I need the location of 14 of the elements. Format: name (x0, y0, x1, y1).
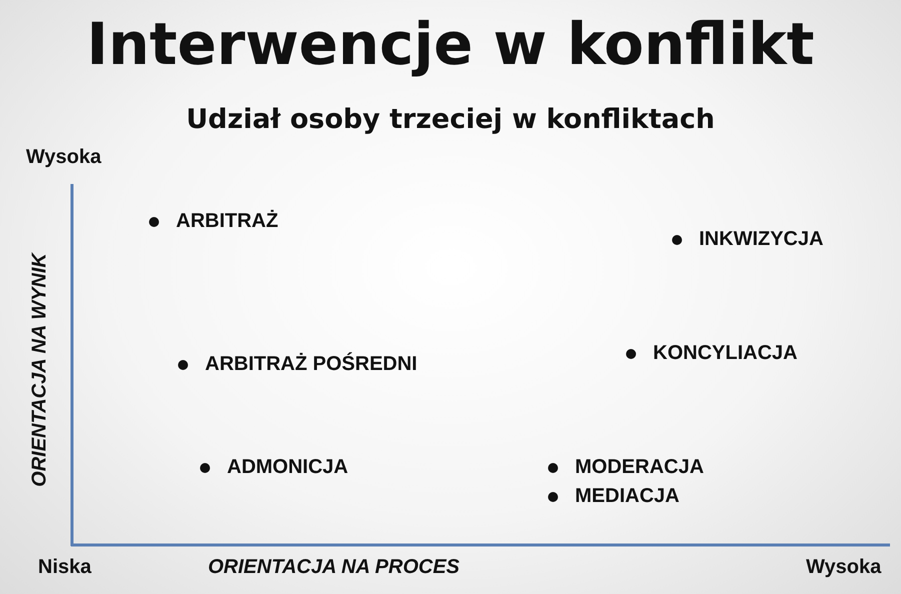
point-label: KONCYLIACJA (653, 342, 798, 365)
point-label: MEDIACJA (575, 485, 680, 508)
axis-end-label: Wysoka (26, 146, 102, 169)
point-label: ADMONICJA (227, 456, 348, 479)
point-label: INKWIZYCJA (699, 228, 824, 251)
axis-title: ORIENTACJA NA PROCES (208, 556, 460, 579)
axis-end-label: Niska (38, 556, 92, 579)
title: Interwencje w konflikt (86, 10, 816, 78)
subtitle: Udział osoby trzeciej w konfliktach (185, 104, 716, 135)
axis-end-label: Wysoka (806, 556, 882, 579)
point-label: MODERACJA (575, 456, 704, 479)
axis-title: ORIENTACJA NA WYNIK (28, 253, 52, 487)
point-label: ARBITRAŻ (176, 210, 278, 233)
point-label: ARBITRAŻ POŚREDNI (205, 353, 418, 376)
